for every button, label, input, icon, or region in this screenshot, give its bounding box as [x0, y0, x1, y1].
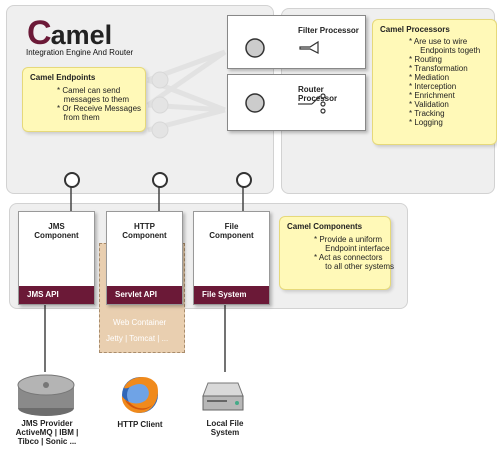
processors-note-line: * Routing — [409, 55, 442, 64]
processors-note-line: * Interception — [409, 82, 457, 91]
web-container-servers: Jetty | Tomcat | ... — [106, 334, 169, 343]
processors-note-line: * Enrichment — [409, 91, 455, 100]
processors-note-line: * Validation — [409, 100, 449, 109]
logo-initial: C — [27, 14, 52, 52]
components-note-line: to all other systems — [314, 262, 395, 271]
processors-note-line: * Logging — [409, 118, 443, 127]
filter-processor: Filter Processor — [227, 15, 366, 69]
file-system-bar: File System — [194, 286, 269, 304]
processors-note-title: Camel Processors — [380, 25, 450, 34]
file-component: File Component File System — [193, 211, 270, 305]
jms-endpoint-circle — [64, 172, 80, 188]
components-note-title: Camel Components — [287, 222, 363, 231]
processors-note-line: * Transformation — [409, 64, 468, 73]
endpoints-note-title: Camel Endpoints — [30, 73, 96, 82]
servlet-api-bar: Servlet API — [107, 286, 182, 304]
processors-note: Camel Processors * Are use to wire Endpo… — [372, 19, 497, 145]
components-note: Camel Components * Provide a uniform End… — [279, 216, 395, 290]
http-component-label: HTTP Component — [122, 222, 167, 240]
filter-processor-label: Filter Processor — [298, 26, 359, 35]
endpoints-note-line: messages to them — [57, 95, 130, 104]
http-client-caption: HTTP Client — [117, 420, 163, 429]
web-container-title: Web Container — [113, 318, 167, 327]
processors-note-line: * Are use to wire — [409, 37, 468, 46]
local-file-system-caption: Local File System — [206, 419, 244, 437]
components-note-line: * Provide a uniform — [314, 235, 383, 244]
router-processor-label: Router Processor — [298, 85, 338, 103]
jms-api-bar: JMS API — [19, 286, 94, 304]
endpoints-note-line: from them — [57, 113, 100, 122]
http-endpoint-circle — [152, 172, 168, 188]
processors-note-line: Endpoints togeth — [409, 46, 481, 55]
processors-note-line: * Mediation — [409, 73, 450, 82]
router-processor: Router Processor — [227, 74, 366, 131]
logo-wordmark: amel — [50, 20, 113, 50]
endpoints-note-line: * Or Receive Messages — [57, 104, 142, 113]
processors-note-line: * Tracking — [409, 109, 445, 118]
logo-tagline: Integration Engine And Router — [26, 48, 134, 57]
camel-logo: Camel — [27, 14, 112, 53]
jms-component: JMS Component JMS API — [18, 211, 95, 305]
jms-component-label: JMS Component — [34, 222, 79, 240]
file-component-label: File Component — [209, 222, 254, 240]
file-endpoint-circle — [236, 172, 252, 188]
components-note-line: * Act as connectors — [314, 253, 383, 262]
components-note-line: Endpoint interface — [314, 244, 390, 253]
endpoints-note-line: * Camel can send — [57, 86, 121, 95]
http-component: HTTP Component Servlet API — [106, 211, 183, 305]
jms-provider-caption: JMS Provider ActiveMQ | IBM | Tibco | So… — [15, 419, 79, 446]
endpoints-note: Camel Endpoints * Camel can send message… — [22, 67, 146, 132]
